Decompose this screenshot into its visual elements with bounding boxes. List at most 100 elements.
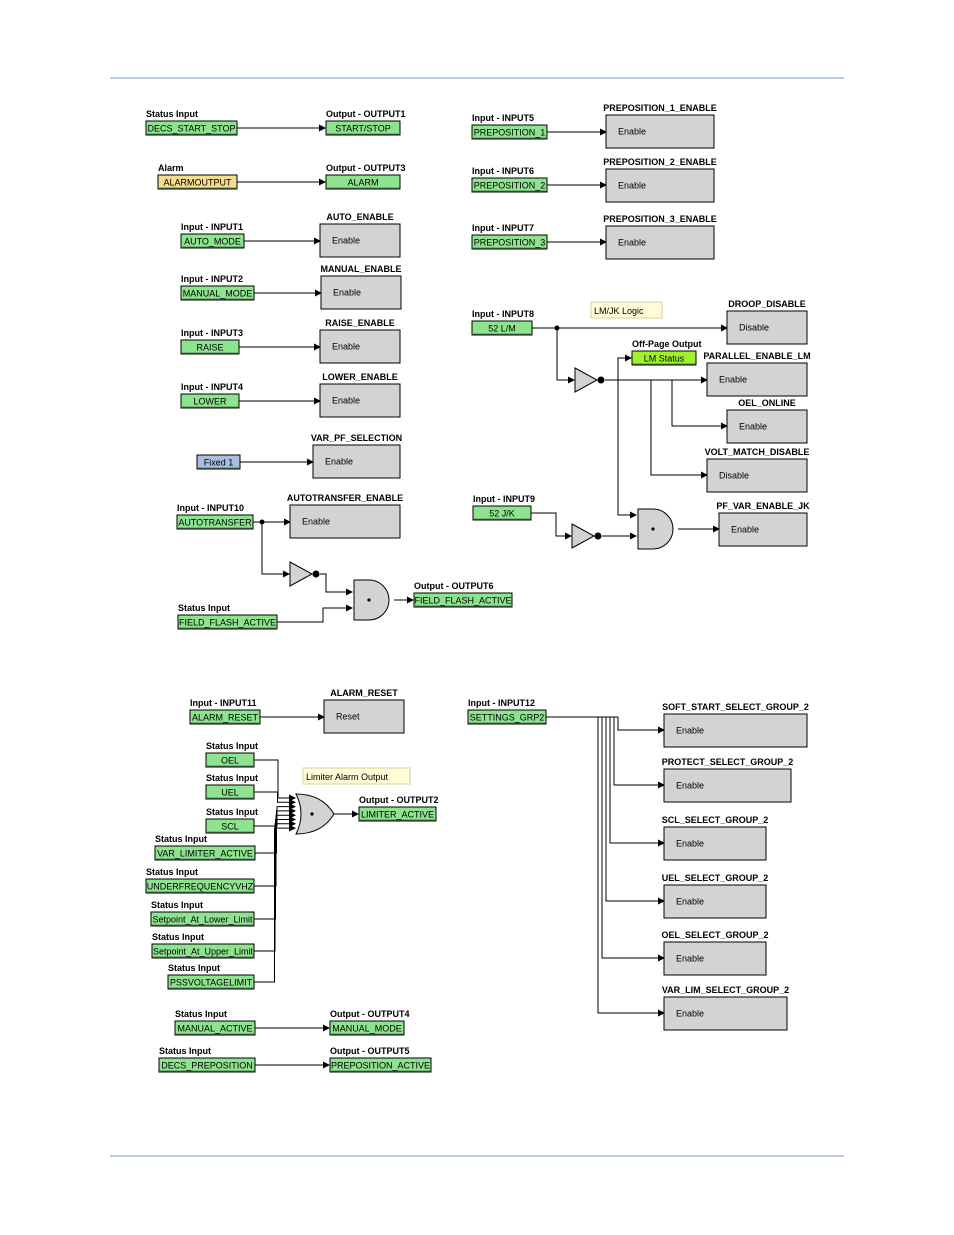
note-lm-jk-logic: LM/JK Logic <box>590 301 663 319</box>
tag-output6[interactable]: FIELD_FLASH_ACTIVE <box>413 592 513 608</box>
block-group-3-port: Enable <box>676 897 704 907</box>
tag-input12[interactable]: SETTINGS_GRP2 <box>467 709 547 725</box>
block-prepos2-title: PREPOSITION_2_ENABLE <box>603 157 717 167</box>
block-manual-enable-title: MANUAL_ENABLE <box>321 264 402 274</box>
tag-decs-preposition[interactable]: DECS_PREPOSITION <box>158 1057 256 1073</box>
and-gate-field-flash <box>353 579 390 621</box>
tag-output5[interactable]: PREPOSITION_ACTIVE <box>329 1057 432 1073</box>
block-oel-online-title: OEL_ONLINE <box>738 398 796 408</box>
block-manual-enable[interactable]: MANUAL_ENABLE Enable <box>320 264 402 310</box>
block-lower-enable-title: LOWER_ENABLE <box>322 372 398 382</box>
note-limiter-alarm-text: Limiter Alarm Output <box>306 772 389 782</box>
caption-input12: Input - INPUT12 <box>468 698 535 708</box>
tag-decs-start-stop[interactable]: DECS_START_STOP <box>145 120 238 136</box>
caption-input9: Input - INPUT9 <box>473 494 535 504</box>
tag-output4[interactable]: MANUAL_MODE <box>329 1020 405 1036</box>
tag-output3[interactable]: ALARM <box>325 174 401 190</box>
caption-input8: Input - INPUT8 <box>472 309 534 319</box>
caption-output5: Output - OUTPUT5 <box>330 1046 410 1056</box>
not-gate-jk-bubble <box>594 532 602 540</box>
caption-input1: Input - INPUT1 <box>181 222 243 232</box>
or-gate-limiter <box>295 793 335 835</box>
tag-or-input-4-label: UNDERFREQUENCYVHZ <box>147 882 254 892</box>
tag-input10[interactable]: AUTOTRANSFER <box>176 514 254 530</box>
block-lower-enable[interactable]: LOWER_ENABLE Enable <box>319 372 401 418</box>
tag-input4[interactable]: LOWER <box>180 393 240 409</box>
block-group-2-title: SCL_SELECT_GROUP_2 <box>662 815 769 825</box>
tag-output1[interactable]: START/STOP <box>325 120 401 136</box>
tag-input11[interactable]: ALARM_RESET <box>189 709 261 725</box>
tag-or-input-4[interactable]: UNDERFREQUENCYVHZ <box>145 878 255 894</box>
tag-output4-label: MANUAL_MODE <box>332 1024 402 1034</box>
tag-or-input-5-label: Setpoint_At_Lower_Limit <box>152 915 253 925</box>
tag-fixed-1-label: Fixed 1 <box>204 458 234 468</box>
tag-input8[interactable]: 52 L/M <box>471 320 533 336</box>
not-gate-autotransfer-bubble <box>312 570 320 578</box>
caption-status-prepos: Status Input <box>159 1046 211 1056</box>
tag-manual-active[interactable]: MANUAL_ACTIVE <box>174 1020 256 1036</box>
block-group-2-port: Enable <box>676 839 704 849</box>
caption-status-start: Status Input <box>146 109 198 119</box>
tag-input2[interactable]: MANUAL_MODE <box>180 285 255 301</box>
tag-alarmoutput-label: ALARMOUTPUT <box>163 178 232 188</box>
caption-status-manual: Status Input <box>175 1009 227 1019</box>
block-lower-enable-port: Enable <box>332 396 360 406</box>
block-group-1-title: PROTECT_SELECT_GROUP_2 <box>662 757 794 767</box>
tag-input6-label: PREPOSITION_2 <box>474 181 546 191</box>
tag-manual-active-label: MANUAL_ACTIVE <box>177 1024 252 1034</box>
tag-output3-label: ALARM <box>347 178 378 188</box>
block-alarm-reset-title: ALARM_RESET <box>330 688 398 698</box>
block-volt-match-disable-title: VOLT_MATCH_DISABLE <box>705 447 810 457</box>
tag-or-input-1[interactable]: UEL <box>205 784 255 800</box>
block-var-pf-selection-port: Enable <box>325 457 353 467</box>
tag-alarmoutput[interactable]: ALARMOUTPUT <box>157 174 238 190</box>
not-gate-lm-bubble <box>597 376 605 384</box>
tag-or-input-7[interactable]: PSSVOLTAGELIMIT <box>167 974 255 990</box>
block-droop-disable-port: Disable <box>739 323 769 333</box>
tag-input9[interactable]: 52 J/K <box>472 505 532 521</box>
tag-input3[interactable]: RAISE <box>180 339 240 355</box>
tag-or-input-0-label: OEL <box>221 756 239 766</box>
header-rule <box>110 77 844 79</box>
tag-or-input-0[interactable]: OEL <box>205 752 255 768</box>
tag-input5[interactable]: PREPOSITION_1 <box>471 124 548 140</box>
tag-input7[interactable]: PREPOSITION_3 <box>471 234 548 250</box>
tag-input6[interactable]: PREPOSITION_2 <box>471 177 548 193</box>
tag-lm-status[interactable]: LM Status <box>631 350 697 366</box>
tag-or-input-5[interactable]: Setpoint_At_Lower_Limit <box>150 911 255 927</box>
tag-or-input-6[interactable]: Setpoint_At_Upper_Limit <box>151 943 255 959</box>
tag-field-flash-input[interactable]: FIELD_FLASH_ACTIVE <box>177 614 278 630</box>
block-manual-enable-port: Enable <box>333 288 361 298</box>
tag-input11-label: ALARM_RESET <box>192 713 259 723</box>
tag-input1[interactable]: AUTO_MODE <box>180 233 245 249</box>
caption-input11: Input - INPUT11 <box>190 698 257 708</box>
tag-input2-label: MANUAL_MODE <box>183 289 253 299</box>
caption-input10: Input - INPUT10 <box>177 503 244 513</box>
tag-fixed-1[interactable]: Fixed 1 <box>196 454 241 470</box>
tag-output2[interactable]: LIMITER_ACTIVE <box>358 806 437 822</box>
tag-or-input-2[interactable]: SCL <box>205 818 255 834</box>
caption-input6: Input - INPUT6 <box>472 166 534 176</box>
tag-or-input-3[interactable]: VAR_LIMITER_ACTIVE <box>154 845 256 861</box>
caption-or-input-7: Status Input <box>168 963 220 973</box>
